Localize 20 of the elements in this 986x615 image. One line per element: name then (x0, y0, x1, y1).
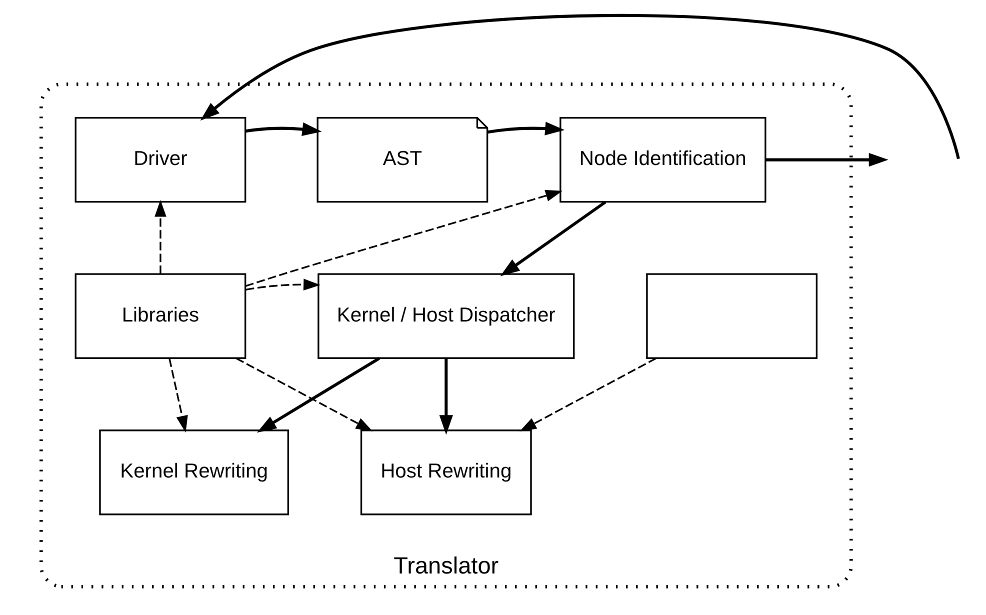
arrow (244, 122, 322, 136)
arrow (245, 278, 320, 291)
arrow (168, 358, 188, 433)
arrow (235, 358, 372, 432)
node-box: Kernel / Host Dispatcher (317, 273, 574, 359)
arrow (519, 358, 656, 432)
node-box: Node Identification (559, 116, 766, 203)
arrow (500, 200, 606, 276)
node-box (646, 273, 818, 359)
arrow (486, 122, 564, 136)
arrow (438, 358, 452, 435)
node-box: Libraries (74, 273, 246, 359)
arrow (256, 357, 380, 433)
node-box: Host Rewriting (360, 430, 532, 516)
arrow (200, 14, 960, 160)
arrow (154, 200, 166, 274)
arrow (244, 190, 562, 287)
node-box: Kernel Rewriting (98, 430, 289, 516)
arrow (765, 152, 888, 167)
node-box: Driver (74, 116, 246, 203)
